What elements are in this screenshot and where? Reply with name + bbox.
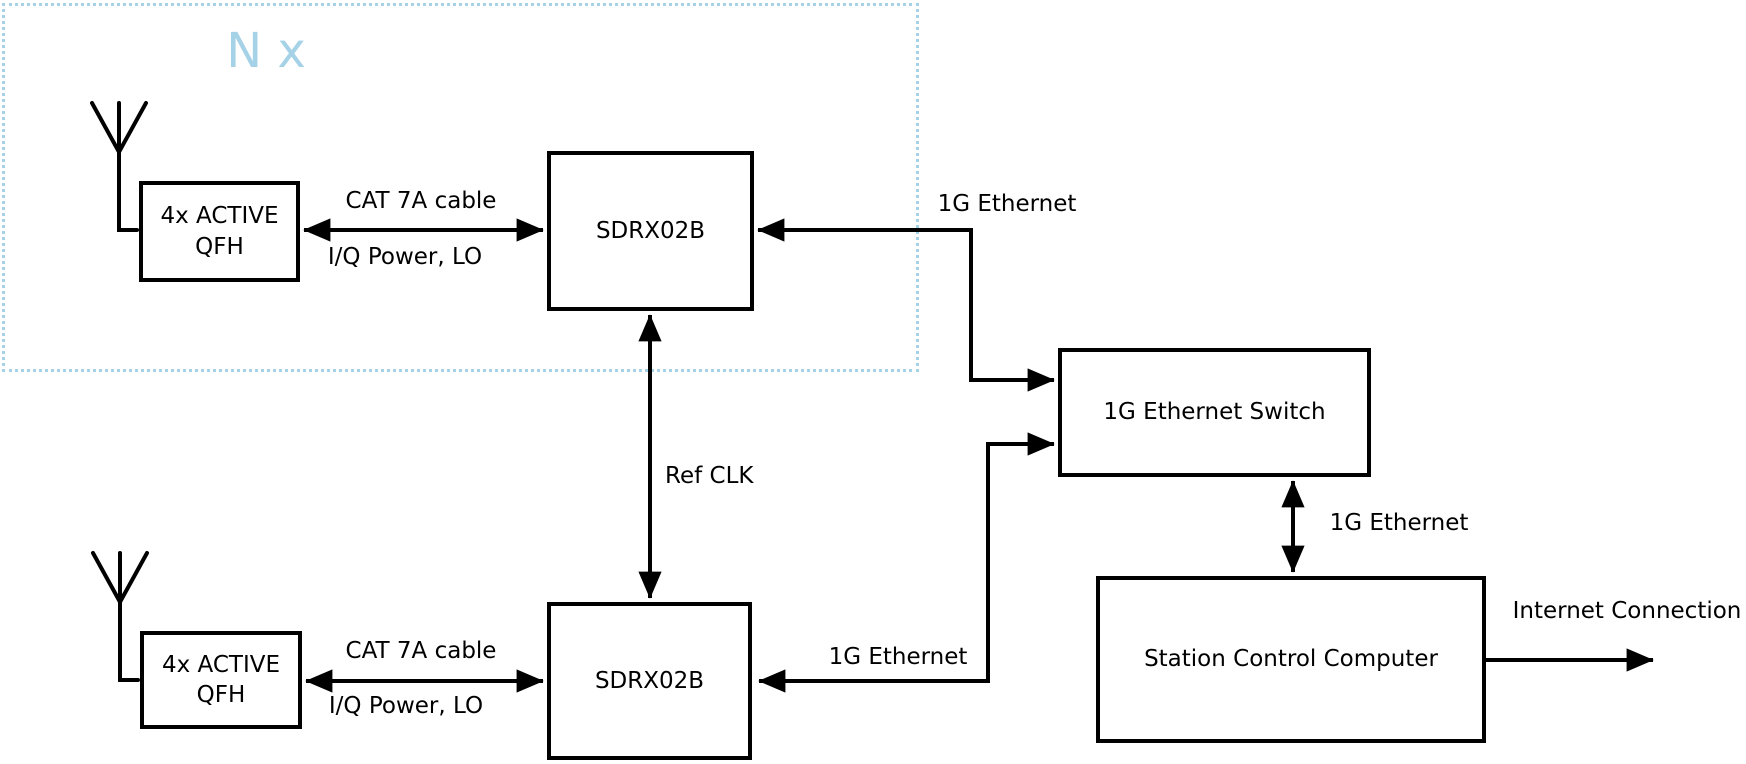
label-cat7a-bottom: CAT 7A cable xyxy=(345,638,497,664)
label-ethernet-top: 1G Ethernet xyxy=(937,191,1077,217)
label-internet-connection: Internet Connection xyxy=(1512,598,1742,624)
edge-ethernet-top xyxy=(757,218,1055,392)
node-ethernet-switch-label: 1G Ethernet Switch xyxy=(1103,399,1326,426)
node-sdrx02b-top-label: SDRX02B xyxy=(595,217,706,244)
antenna-icon xyxy=(91,551,149,682)
node-station-control-computer-label: Station Control Computer xyxy=(1144,646,1438,673)
label-refclk: Ref CLK xyxy=(665,463,754,489)
antenna-arm-left xyxy=(90,101,121,154)
node-qfh-top-label: 4x ACTIVE QFH xyxy=(160,203,279,260)
node-sdrx02b-bottom: SDRX02B xyxy=(547,602,752,760)
label-iq-power-lo-top: I/Q Power, LO xyxy=(327,244,483,270)
node-ethernet-switch: 1G Ethernet Switch xyxy=(1058,348,1371,477)
label-ethernet-switch-pc: 1G Ethernet xyxy=(1329,510,1469,536)
antenna-mast xyxy=(118,551,140,682)
node-qfh-top: 4x ACTIVE QFH xyxy=(139,181,300,282)
label-cat7a-top: CAT 7A cable xyxy=(345,188,497,214)
node-qfh-bottom-label: 4x ACTIVE QFH xyxy=(161,651,281,708)
edge-ethernet-bottom xyxy=(758,432,1055,693)
repeat-group-outline xyxy=(2,3,919,372)
repeat-count-label: N x xyxy=(226,23,306,79)
antenna-arm-left xyxy=(91,551,122,604)
label-ethernet-bottom: 1G Ethernet xyxy=(828,644,968,670)
antenna-arm-right xyxy=(118,551,149,604)
node-station-control-computer: Station Control Computer xyxy=(1096,576,1486,743)
antenna-icon xyxy=(90,101,148,232)
antenna-arm-right xyxy=(117,101,148,154)
antenna-mast xyxy=(117,101,139,232)
label-iq-power-lo-bottom: I/Q Power, LO xyxy=(328,693,484,719)
node-sdrx02b-bottom-label: SDRX02B xyxy=(594,667,705,694)
node-qfh-bottom: 4x ACTIVE QFH xyxy=(140,631,302,729)
node-sdrx02b-top: SDRX02B xyxy=(547,151,754,311)
